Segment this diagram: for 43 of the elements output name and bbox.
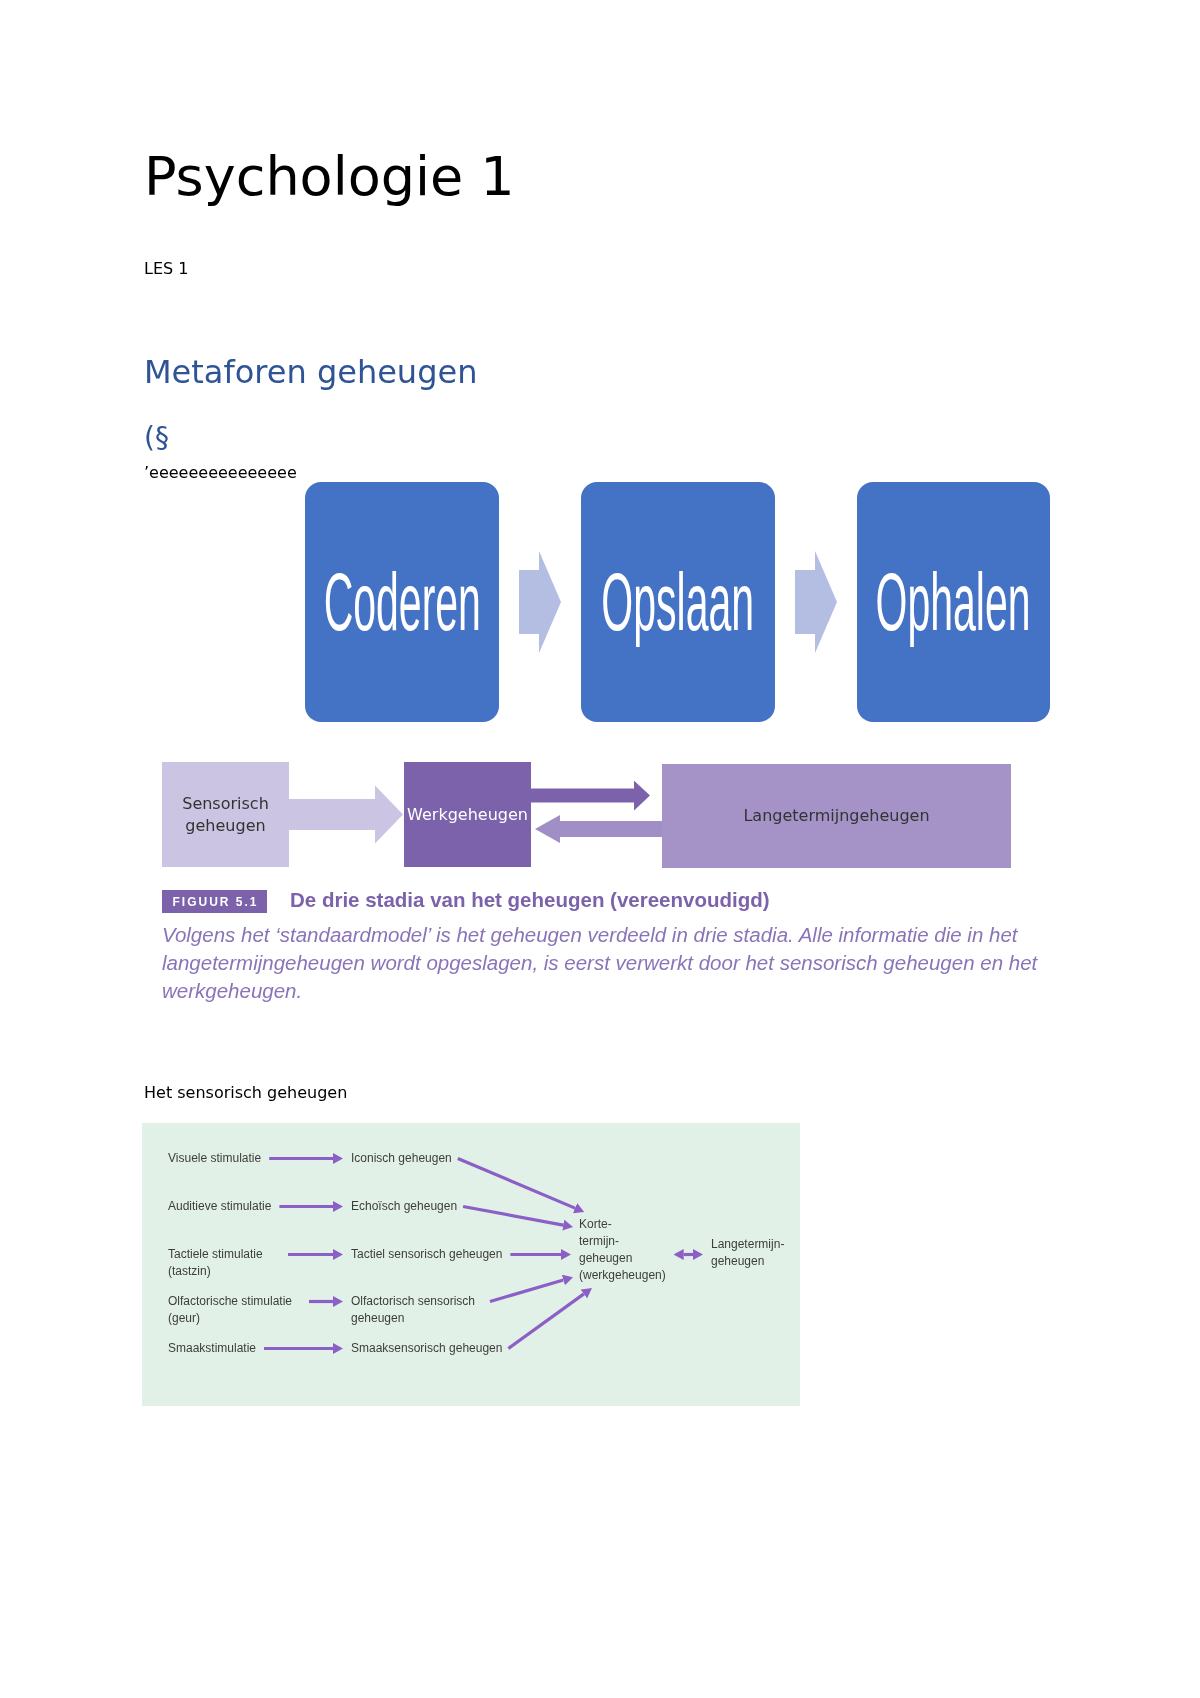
- memory-label: Langetermijn- geheugen: [711, 1236, 785, 1270]
- arrow: [507, 1288, 592, 1350]
- memory-label: Iconisch geheugen: [351, 1150, 452, 1167]
- stimulus-label: Tactiele stimulatie (tastzin): [168, 1246, 280, 1280]
- section-heading: Metaforen geheugen: [144, 353, 478, 391]
- memory-label: Korte- termijn- geheugen (werkgeheugen): [579, 1216, 666, 1284]
- stimulus-label: Smaakstimulatie: [168, 1340, 257, 1357]
- stage-box: Werkgeheugen: [404, 762, 531, 867]
- typed-text: ’eeeeeeeeeeeeeee: [144, 463, 297, 482]
- figure-heading: De drie stadia van het geheugen (vereenvoudigd): [290, 888, 770, 912]
- double-arrow: [673, 1249, 703, 1260]
- stage-box: Langetermijngeheugen: [662, 764, 1011, 868]
- block-arrow: [289, 785, 403, 844]
- arrow: [462, 1204, 574, 1231]
- lesson-label: LES 1: [144, 259, 189, 278]
- block-arrow: [519, 551, 561, 653]
- arrow: [269, 1153, 343, 1164]
- stimulus-label: Olfactorische stimulatie (geur): [168, 1293, 301, 1327]
- block-arrow: [795, 551, 837, 653]
- arrow: [457, 1157, 585, 1214]
- stimulus-label: Visuele stimulatie: [168, 1150, 262, 1167]
- figure-caption: Volgens het ‘standaardmodel’ is het geheugen verdeeld in drie stadia. Alle informatie die in het langetermijngeheugen wordt opgeslagen, is eerst verwerkt door het sensorisch geheugen en het werkgeheugen.: [162, 922, 1039, 1004]
- arrow: [264, 1343, 343, 1354]
- stage-box: Sensorisch geheugen: [162, 762, 289, 867]
- arrow: [279, 1201, 343, 1212]
- arrow: [510, 1249, 571, 1260]
- arrow: [309, 1296, 343, 1307]
- process-box: Opslaan: [581, 482, 775, 722]
- process-box: Ophalen: [857, 482, 1050, 722]
- arrow: [489, 1274, 573, 1304]
- block-arrow: [535, 815, 662, 843]
- memory-label: Olfactorisch sensorisch geheugen: [351, 1293, 484, 1327]
- subheading: Het sensorisch geheugen: [144, 1083, 348, 1102]
- arrow: [288, 1249, 343, 1260]
- page-title: Psychologie 1: [144, 145, 515, 208]
- memory-label: Tactiel sensorisch geheugen: [351, 1246, 503, 1263]
- process-box: Coderen: [305, 482, 499, 722]
- block-arrow: [531, 780, 650, 811]
- figure-number-badge: FIGUUR 5.1: [162, 890, 267, 913]
- section-sign-label: (§: [144, 421, 169, 454]
- memory-label: Echoïsch geheugen: [351, 1198, 458, 1215]
- memory-label: Smaaksensorisch geheugen: [351, 1340, 503, 1357]
- stimulus-label: Auditieve stimulatie: [168, 1198, 272, 1215]
